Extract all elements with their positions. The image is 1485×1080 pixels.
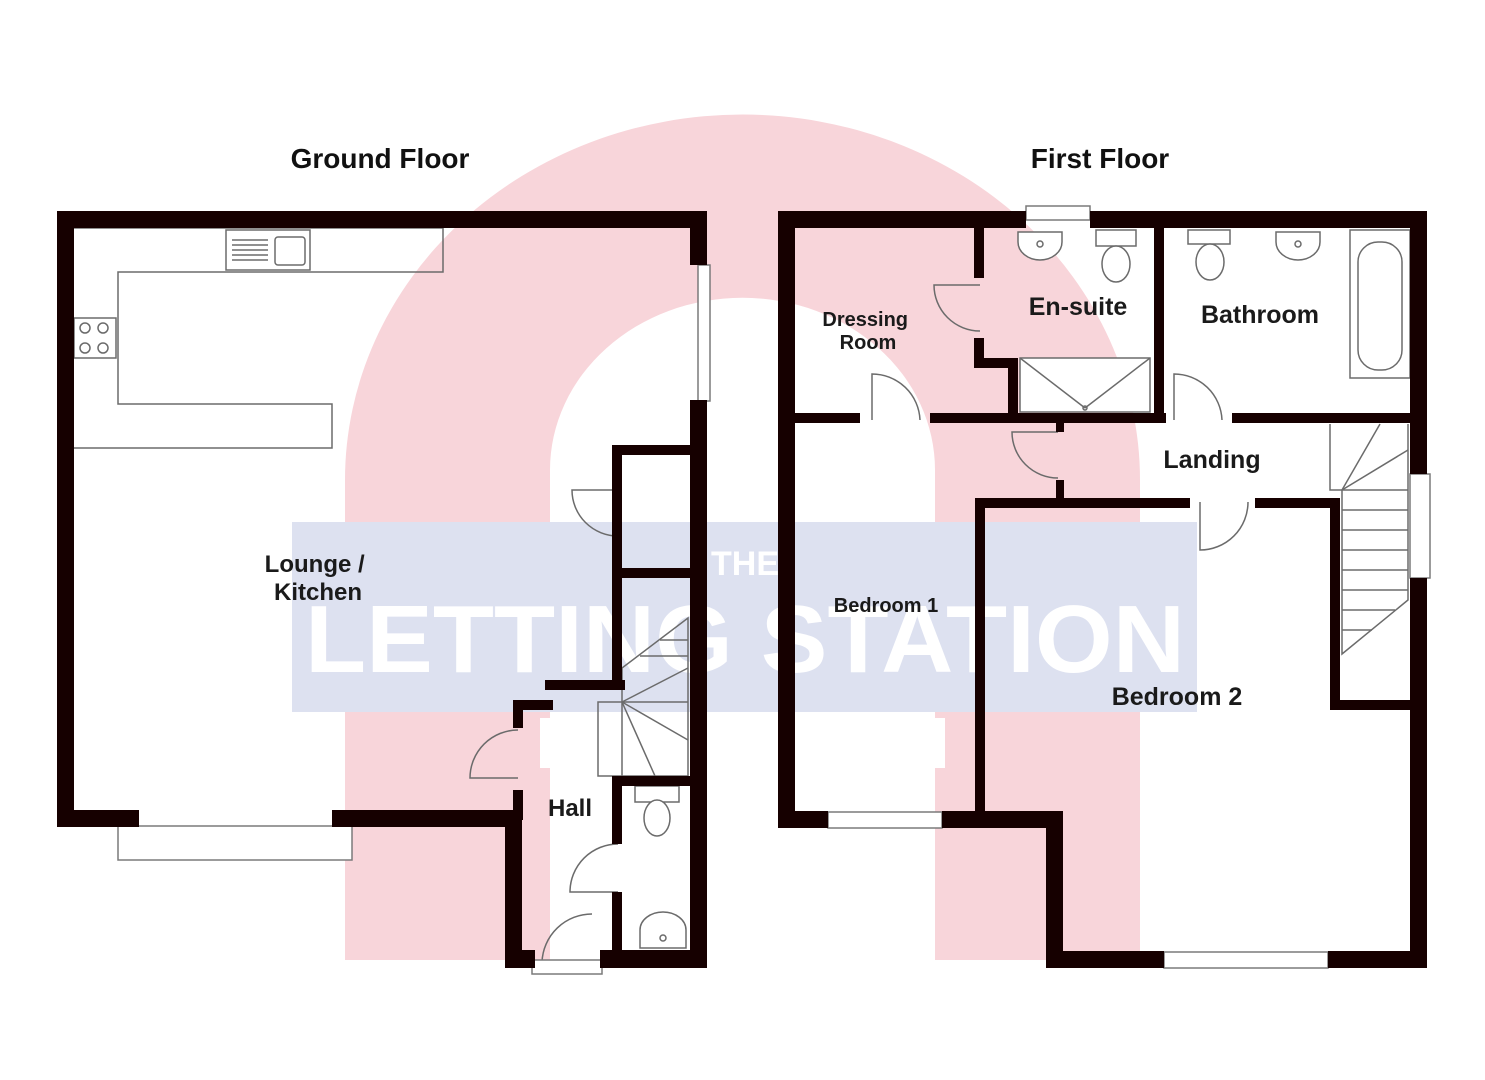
bedroom1-window	[827, 811, 943, 829]
dressing-room-label: Dressing Room	[822, 309, 913, 354]
front-door-frame	[531, 959, 603, 975]
first-floor: Dressing Room En-suite Bathroom Landing …	[778, 205, 1431, 969]
hob-icon	[73, 317, 117, 359]
sink-icon	[225, 229, 311, 271]
ground-floor: Lounge / Kitchen Hall	[57, 211, 711, 975]
ground-floor-walls	[57, 211, 707, 968]
watermark-line1: THE	[711, 545, 779, 583]
ensuite-window	[1025, 205, 1091, 221]
hall-label: Hall	[548, 795, 592, 822]
bedroom2-door	[1199, 501, 1249, 551]
watermark-band	[292, 522, 1197, 712]
watermark-line2: LETTING STATION	[305, 586, 1185, 693]
dressing-room-label-line1: Dressing	[822, 309, 908, 331]
bathroom-basin-icon	[1275, 231, 1321, 261]
shower-icon	[1019, 357, 1151, 413]
bathroom-label: Bathroom	[1201, 301, 1319, 329]
ensuite-toilet-icon	[1095, 229, 1137, 283]
lounge-kitchen-label: Lounge / Kitchen	[265, 551, 372, 606]
first-floor-walls	[778, 211, 1427, 968]
dressing-room-label-line2: Room	[840, 332, 897, 354]
bedroom1-door	[1011, 431, 1059, 479]
bedroom2-window	[1163, 951, 1329, 969]
landing-window	[1409, 473, 1431, 579]
ensuite-basin-icon	[1017, 231, 1063, 261]
bay-window	[117, 825, 353, 861]
first-stairs-icon	[1329, 423, 1409, 656]
bathroom-toilet-icon	[1187, 229, 1231, 281]
ground-floor-title: Ground Floor	[291, 143, 470, 174]
kitchen-window	[697, 264, 711, 402]
wc-door	[569, 843, 619, 893]
cupboard-door	[571, 489, 619, 537]
en-suite-label: En-suite	[1029, 293, 1128, 321]
watermark: THE LETTING STATION	[292, 114, 1197, 961]
ground-stairs-icon	[597, 616, 689, 777]
bedroom-1-label: Bedroom 1	[834, 595, 938, 617]
lounge-kitchen-label-line1: Lounge /	[265, 551, 365, 578]
landing-label: Landing	[1163, 446, 1260, 474]
lounge-door	[469, 729, 519, 779]
bath-icon	[1349, 229, 1411, 379]
kitchen-counter	[74, 227, 444, 449]
bathroom-door	[1173, 373, 1223, 421]
bedroom-2-label: Bedroom 2	[1112, 683, 1243, 711]
first-floor-title: First Floor	[1031, 143, 1170, 174]
watermark-plate	[540, 718, 945, 768]
dressing-room-door	[871, 373, 921, 421]
basin-icon	[639, 911, 687, 949]
front-door	[541, 913, 593, 963]
ensuite-door	[933, 284, 981, 332]
toilet-icon	[634, 785, 680, 837]
lounge-kitchen-label-line2: Kitchen	[274, 579, 362, 606]
